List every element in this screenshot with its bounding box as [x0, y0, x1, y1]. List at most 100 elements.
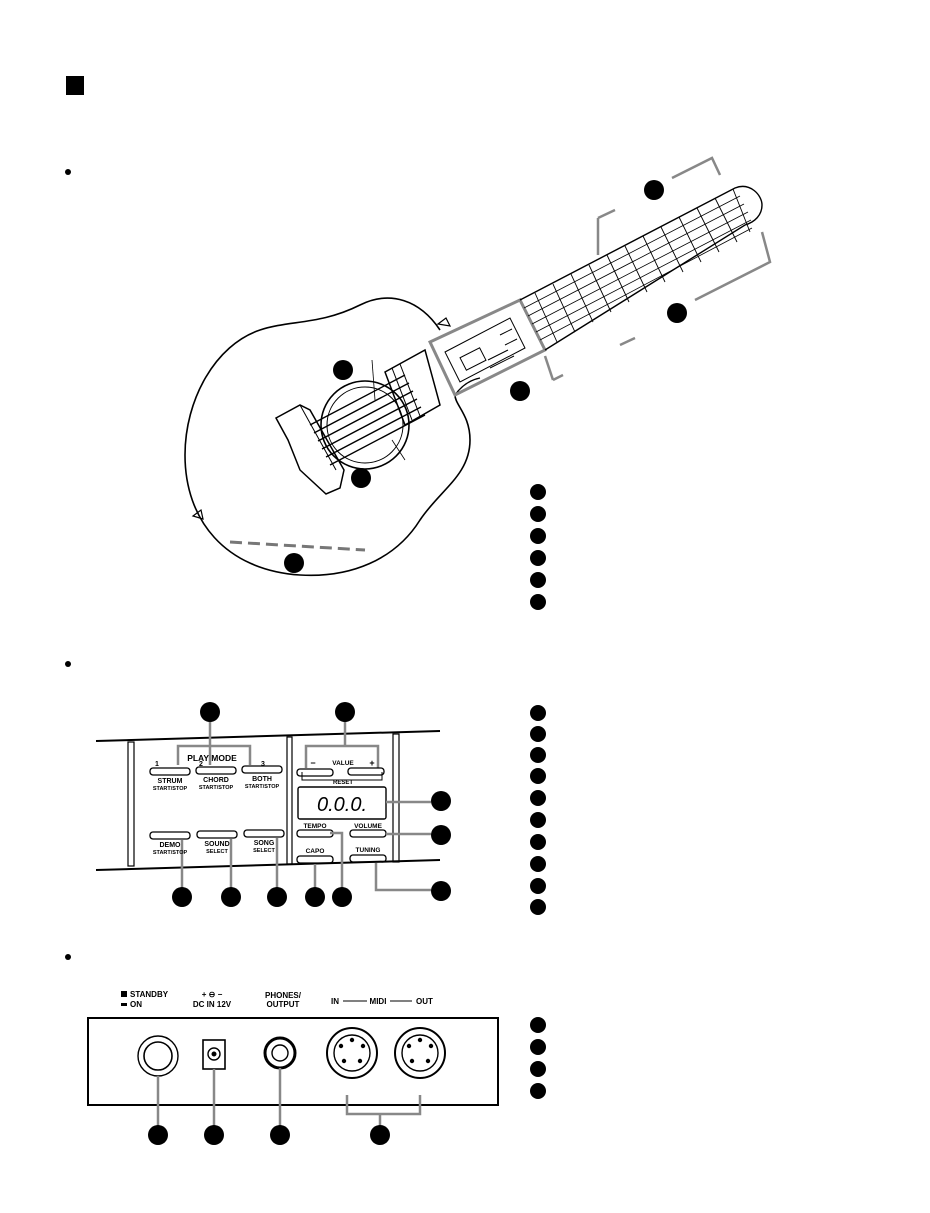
- song-sub: SELECT: [253, 848, 275, 854]
- lcd-readout: 0.0.0.: [317, 794, 367, 816]
- callout-dot: [267, 887, 287, 907]
- strum-label: STRUM: [158, 778, 183, 785]
- value-label: VALUE: [332, 760, 354, 767]
- demo-sub: START/STOP: [153, 850, 188, 856]
- legend-control-panel: [530, 705, 546, 915]
- legend-dot: [530, 1083, 546, 1099]
- value-minus: −: [310, 758, 315, 768]
- midi-in-label: IN: [331, 997, 339, 1006]
- control-panel-illustration: [95, 718, 441, 892]
- legend-dot: [530, 572, 546, 588]
- callout-dot: [200, 702, 220, 722]
- callout-dot: [431, 791, 451, 811]
- strings: [309, 374, 426, 466]
- tempo-label: TEMPO: [303, 823, 326, 830]
- volume-label: VOLUME: [354, 823, 382, 830]
- dc-polarity-label: + ⊖ −: [202, 990, 223, 999]
- standby-label: STANDBY: [130, 990, 169, 999]
- legend-dot: [530, 506, 546, 522]
- phones-label: PHONES/: [265, 991, 302, 1000]
- legend-dot: [530, 705, 546, 721]
- rear-panel-frame: [87, 1017, 499, 1106]
- callout-dot: [221, 887, 241, 907]
- legend-dot: [530, 1039, 546, 1055]
- both-label: BOTH: [252, 776, 272, 783]
- legend-dot: [530, 1017, 546, 1033]
- chord-sub: START/STOP: [199, 785, 234, 791]
- legend-dot: [530, 899, 546, 915]
- sound-label: SOUND: [204, 841, 229, 848]
- both-number: 3: [261, 761, 265, 768]
- callout-dot: [335, 702, 355, 722]
- bullet-guitar: [65, 169, 71, 175]
- midi-pins: [338, 1037, 434, 1064]
- sound-sub: SELECT: [206, 849, 228, 855]
- bullet-control-panel: [65, 661, 71, 667]
- callout-dot: [431, 825, 451, 845]
- legend-dot: [530, 484, 546, 500]
- callout-dot: [644, 180, 664, 200]
- strap-pin-bottom: [191, 508, 204, 520]
- midi-in-port: [326, 1027, 378, 1079]
- callout-dot: [148, 1125, 168, 1145]
- capo-label: CAPO: [306, 848, 325, 855]
- chord-number: 2: [199, 761, 203, 768]
- value-plus: +: [369, 758, 374, 768]
- callout-dot: [284, 553, 304, 573]
- legend-dot: [530, 856, 546, 872]
- on-label: ON: [130, 1000, 142, 1009]
- legend-dot: [530, 1061, 546, 1077]
- strap-pin-top: [436, 317, 452, 327]
- callout-dot: [172, 887, 192, 907]
- midi-out-port: [394, 1027, 446, 1079]
- legend-dot: [530, 550, 546, 566]
- callout-dot: [431, 881, 451, 901]
- bullet-rear-panel: [65, 954, 71, 960]
- bridge: [274, 404, 345, 495]
- callout-dot: [370, 1125, 390, 1145]
- callout-dot: [351, 468, 371, 488]
- strum-sub: START/STOP: [153, 786, 188, 792]
- callout-dot: [333, 360, 353, 380]
- legend-dot: [530, 528, 546, 544]
- callout-dot: [305, 887, 325, 907]
- legend-dot: [530, 747, 546, 763]
- legend-guitar: [530, 484, 546, 610]
- legend-dot: [530, 834, 546, 850]
- legend-rear-panel: [530, 1017, 546, 1099]
- legend-dot: [530, 768, 546, 784]
- output-label: OUTPUT: [267, 1000, 300, 1009]
- callout-dot: [510, 381, 530, 401]
- control-panel-labels: PLAY MODE 1 2 3 STRUM START/STOP CHORD S…: [153, 753, 383, 856]
- midi-label: MIDI: [370, 997, 387, 1006]
- callout-dot: [332, 887, 352, 907]
- section-marker-square: [66, 76, 84, 95]
- rear-panel-labels: STANDBY ON + ⊖ − DC IN 12V PHONES/ OUTPU…: [121, 990, 433, 1009]
- sound-hole: [320, 380, 410, 470]
- reset-label: RESET: [333, 780, 353, 786]
- midi-out-label: OUT: [416, 997, 433, 1006]
- fretboard: [519, 185, 763, 351]
- callout-dot: [204, 1125, 224, 1145]
- chord-label: CHORD: [203, 777, 229, 784]
- phones-jack: [263, 1036, 297, 1070]
- tuning-label: TUNING: [356, 847, 381, 854]
- demo-label: DEMO: [160, 842, 182, 849]
- guitar-illustration: [184, 156, 772, 577]
- dc-in-label: DC IN 12V: [193, 1000, 232, 1009]
- rear-panel-illustration: [87, 1000, 499, 1128]
- frets: [534, 188, 751, 343]
- bracket-upper: [596, 156, 722, 255]
- both-sub: START/STOP: [245, 784, 280, 790]
- strum-number: 1: [155, 761, 159, 768]
- callout-dot: [667, 303, 687, 323]
- legend-dot: [530, 878, 546, 894]
- guitar-bottom-dashed: [229, 540, 366, 552]
- play-mode-title: PLAY MODE: [187, 753, 237, 763]
- callout-dot: [270, 1125, 290, 1145]
- guitar-body: [184, 297, 471, 577]
- legend-dot: [530, 790, 546, 806]
- legend-dot: [530, 812, 546, 828]
- legend-dot: [530, 594, 546, 610]
